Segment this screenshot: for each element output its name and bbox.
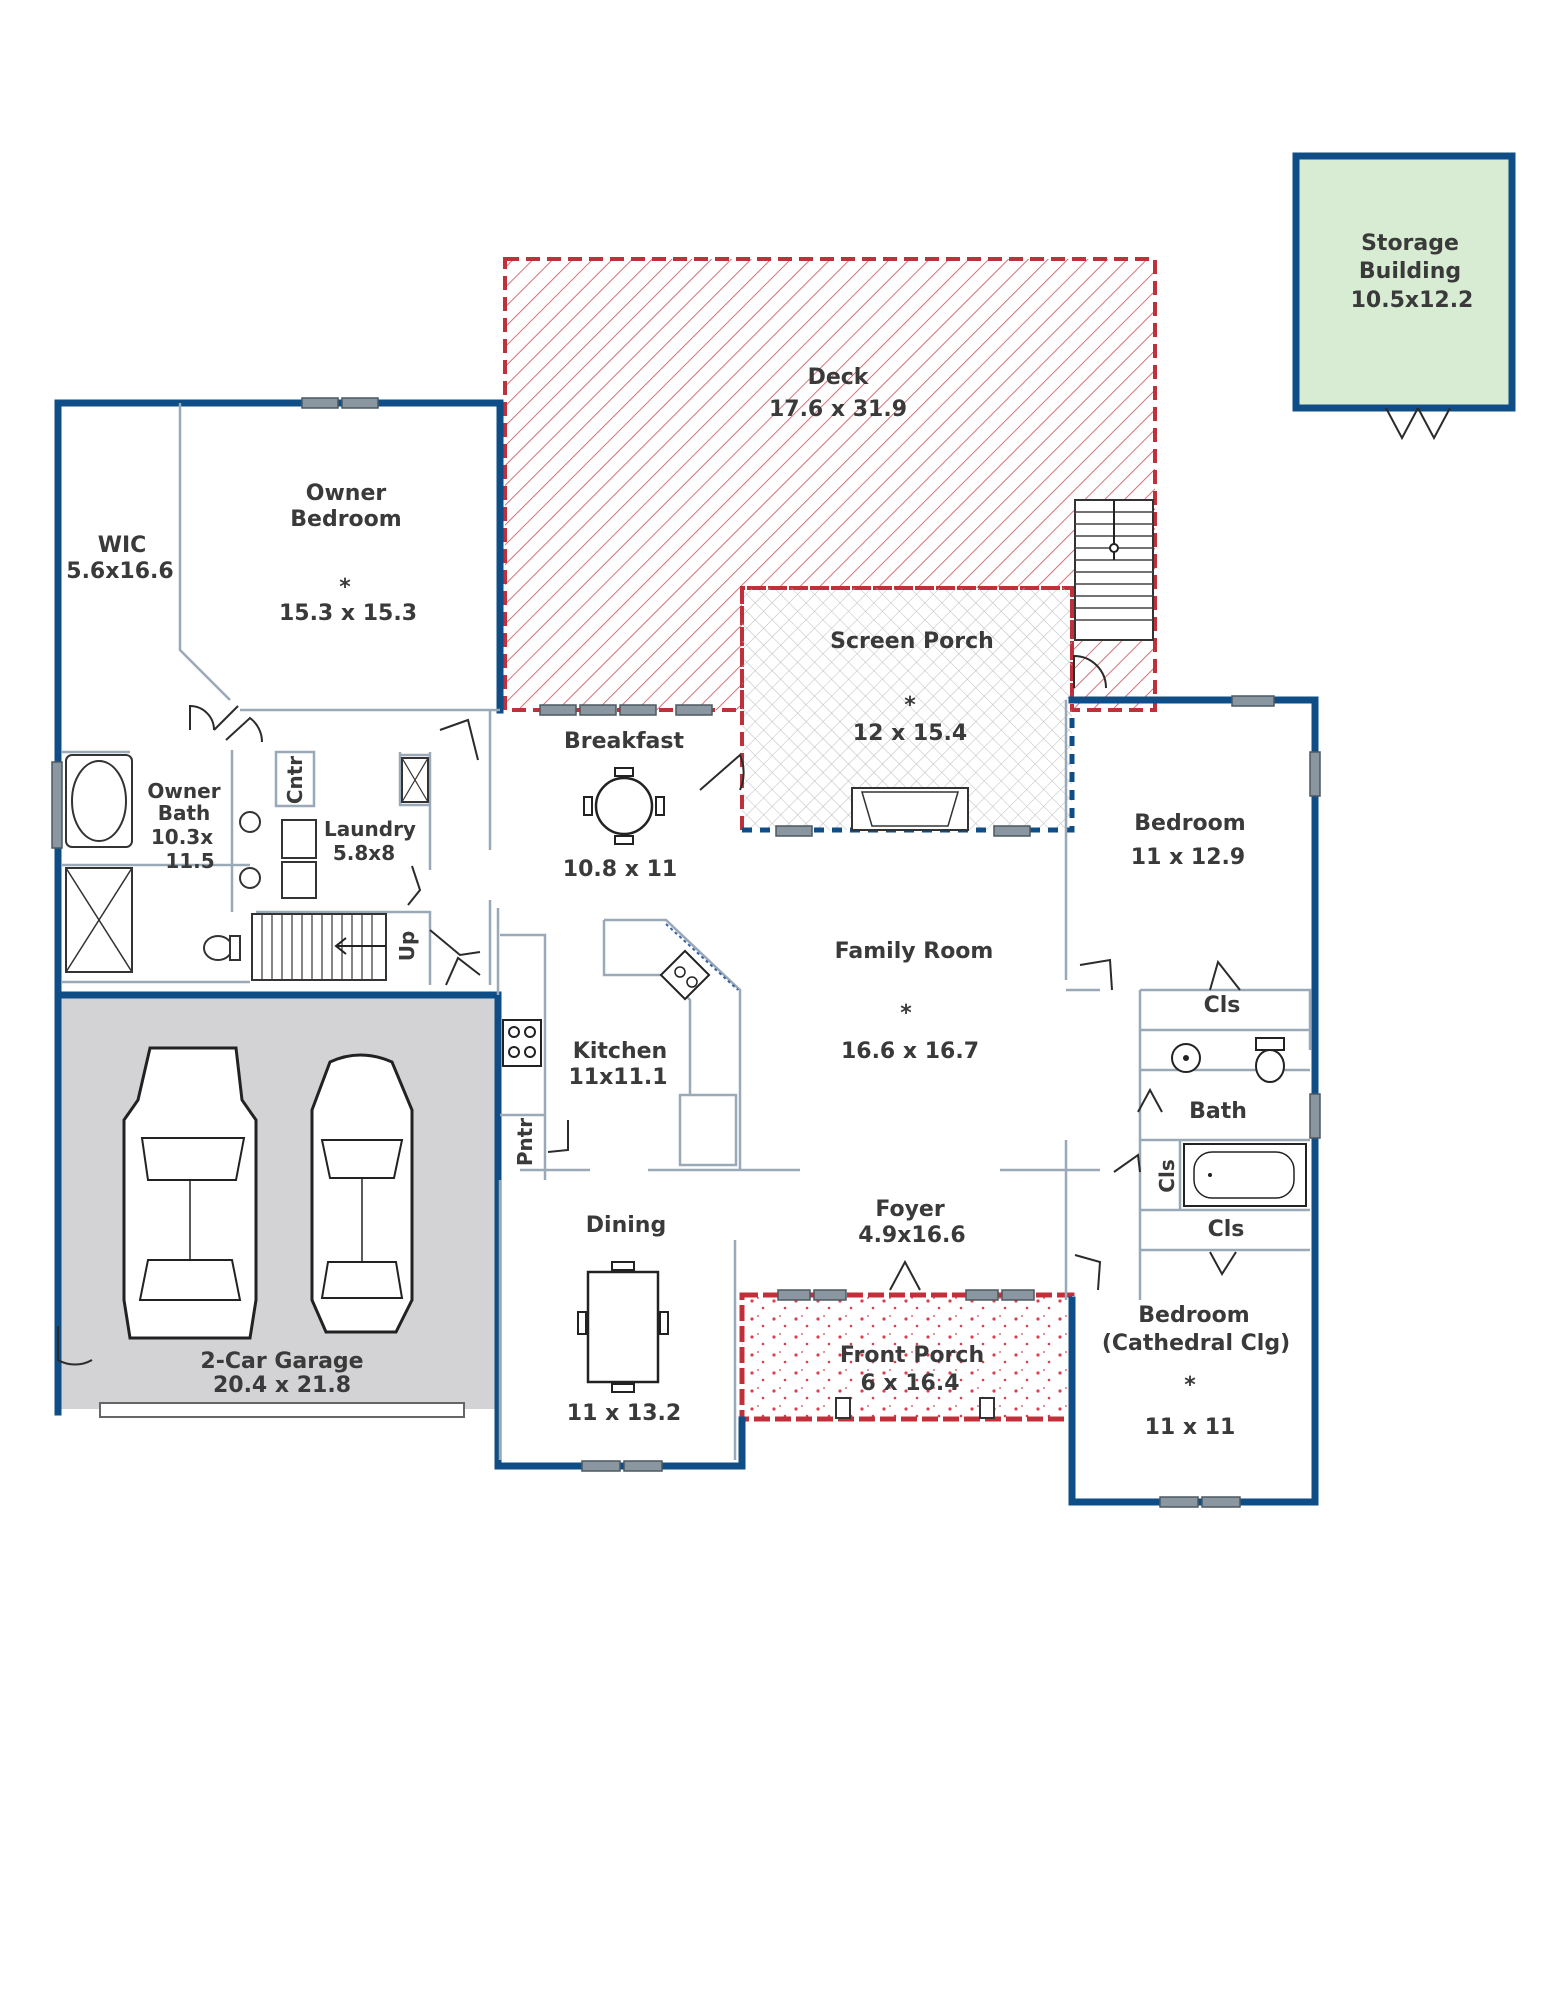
dining-size: 11 x 13.2 [567, 1401, 681, 1426]
bedroom-1-label: Bedroom [1134, 811, 1245, 836]
ceiling-fan-icon: * [339, 575, 351, 600]
kitchen-size: 11x11.1 [568, 1065, 667, 1090]
screen-porch-label: Screen Porch [830, 629, 994, 654]
storage-size: 10.5x12.2 [1351, 288, 1474, 313]
bedroom-door-icon [1079, 958, 1113, 991]
owner-bedroom-label-1: Owner [306, 481, 387, 506]
deck-stairs [1074, 499, 1154, 641]
front-porch: Front Porch 6 x 16.4 [739, 1292, 1075, 1422]
bedroom-2-label-1: Bedroom [1138, 1303, 1249, 1328]
owner-bath-label-2: Bath [158, 801, 211, 825]
car-icon [310, 1053, 414, 1334]
garage: 2-Car Garage 20.4 x 21.8 [54, 991, 502, 1418]
closet-door-icon [1209, 1251, 1237, 1276]
bathtub-icon [65, 754, 133, 848]
sink-icon [239, 811, 261, 833]
front-porch-label: Front Porch [840, 1343, 984, 1368]
kitchen-label: Kitchen [573, 1039, 667, 1064]
car-icon [122, 1046, 258, 1340]
bedroom-1-size: 11 x 12.9 [1131, 845, 1245, 870]
garage-label: 2-Car Garage [200, 1349, 363, 1374]
owner-bedroom-size: 15.3 x 15.3 [279, 601, 417, 626]
doors [189, 704, 1241, 1291]
laundry-size: 5.8x8 [333, 841, 395, 865]
breakfast-door-icon [699, 753, 745, 791]
family-room-label: Family Room [835, 939, 994, 964]
fireplace-icon [851, 787, 969, 831]
fixtures: * * * [65, 575, 1307, 1398]
screen-porch-door-icon [1073, 654, 1107, 689]
bath-label: Bath [1189, 1099, 1247, 1124]
counter-label: Cntr [283, 756, 307, 804]
storage-label-1: Storage [1361, 231, 1459, 256]
door-swing-icon [225, 716, 263, 743]
stairs-up-label: Up [395, 931, 419, 962]
storage-building: Storage Building 10.5x12.2 [1292, 152, 1516, 441]
screen-porch: Screen Porch 12 x 15.4 * [740, 586, 1107, 833]
dishwasher [678, 1093, 738, 1167]
pantry-door-icon [547, 1120, 569, 1153]
owner-bath-size-1: 10.3x [151, 825, 213, 849]
toilet-icon [203, 935, 241, 961]
sink-icon [239, 867, 261, 889]
deck-size: 17.6 x 31.9 [769, 397, 907, 422]
kitchen-sink-icon [659, 949, 711, 1001]
garage-door [99, 1402, 465, 1418]
bedroom-2-label-2: (Cathedral Clg) [1102, 1331, 1290, 1356]
owner-bedroom-label-2: Bedroom [290, 507, 401, 532]
front-porch-size: 6 x 16.4 [860, 1371, 959, 1396]
screen-porch-size: 12 x 15.4 [853, 721, 967, 746]
owner-bath-size-2: 11.5 [165, 849, 214, 873]
bathtub-icon [1183, 1143, 1307, 1207]
dryer-icon [281, 861, 317, 899]
toilet-icon [1255, 1037, 1285, 1083]
closet-label: Cls [1155, 1159, 1179, 1192]
dining-label: Dining [586, 1213, 666, 1238]
ceiling-fan-icon: * [900, 1001, 912, 1026]
foyer-size: 4.9x16.6 [858, 1223, 965, 1248]
garage-size: 20.4 x 21.8 [213, 1373, 351, 1398]
stairs-icon [251, 913, 387, 981]
windows [51, 397, 1321, 1508]
breakfast-label: Breakfast [564, 729, 685, 754]
deck: Deck 17.6 x 31.9 [503, 257, 1157, 712]
interior-walls [62, 403, 1312, 1460]
door-swing-icon [429, 929, 481, 957]
closet-door-icon [1209, 959, 1241, 991]
wic-label: WIC [98, 533, 147, 558]
laundry-label: Laundry [324, 817, 416, 841]
bedroom-2-size: 11 x 11 [1145, 1415, 1236, 1440]
ceiling-fan-icon: * [1184, 1373, 1196, 1398]
deck-label: Deck [808, 365, 870, 390]
breakfast-size: 10.8 x 11 [563, 857, 677, 882]
door-swing-icon [407, 865, 422, 906]
bedroom-door-icon [1074, 1254, 1102, 1291]
closet-label: Cls [1208, 1217, 1245, 1242]
garage-entry-door-icon [445, 956, 481, 986]
storage-label-2: Building [1359, 259, 1461, 284]
room-labels: Owner Bedroom 15.3 x 15.3 WIC 5.6x16.6 B… [66, 481, 1290, 1440]
storage-door-icon [1385, 407, 1451, 441]
closet-label: Cls [1204, 993, 1241, 1018]
wic-size: 5.6x16.6 [66, 559, 173, 584]
breakfast-table-icon [583, 767, 665, 845]
family-room-size: 16.6 x 16.7 [841, 1039, 979, 1064]
owner-bath-label-1: Owner [147, 779, 220, 803]
washer-icon [281, 819, 317, 859]
garage-side-door-icon [57, 1326, 93, 1366]
pantry-label: Pntr [513, 1118, 537, 1166]
dining-table-icon [577, 1261, 669, 1393]
stove-icon [502, 1019, 542, 1067]
door-swing-icon [189, 704, 239, 731]
closet-door-icon [1113, 1153, 1141, 1173]
sink-icon [1171, 1043, 1201, 1073]
ceiling-fan-icon: * [904, 693, 916, 718]
door-swing-icon [439, 718, 479, 761]
foyer-label: Foyer [875, 1197, 945, 1222]
front-door-icon [889, 1259, 921, 1291]
bath-door-icon [1137, 1087, 1163, 1113]
